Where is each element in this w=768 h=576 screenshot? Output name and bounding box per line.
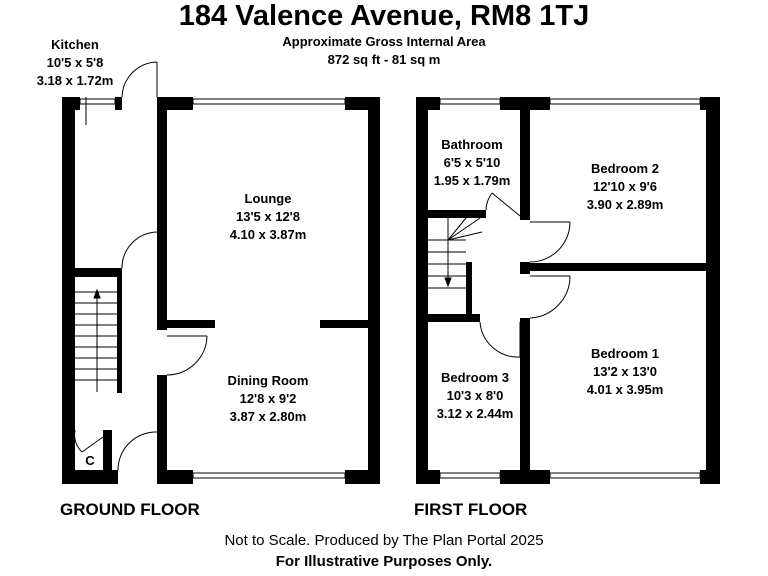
room-name: Bathroom	[441, 137, 503, 152]
footer-note: For Illustrative Purposes Only.	[275, 553, 493, 570]
ground-stairs	[75, 291, 117, 381]
room-name: Lounge	[244, 191, 292, 206]
first-floor-label: FIRST FLOOR	[414, 500, 528, 519]
first-floor-details	[428, 98, 701, 479]
room-metric: 3.12 x 2.44m	[436, 406, 514, 421]
room-name: Dining Room	[227, 373, 309, 388]
cupboard-label: C	[85, 453, 95, 468]
bedroom3-label: Bedroom 3 10'3 x 8'0 3.12 x 2.44m	[437, 369, 514, 423]
area-label: Approximate Gross Internal Area	[282, 34, 486, 49]
room-name: Bedroom 2	[591, 161, 659, 176]
room-name: Bedroom 1	[591, 346, 659, 361]
kitchen-label: Kitchen 10'5 x 5'8 3.18 x 1.72m	[37, 36, 114, 90]
ground-floor-details	[74, 61, 346, 479]
room-metric: 4.01 x 3.95m	[586, 382, 664, 397]
first-stairs	[428, 217, 483, 289]
room-imperial: 13'2 x 13'0	[592, 364, 658, 379]
bedroom2-label: Bedroom 2 12'10 x 9'6 3.90 x 2.89m	[587, 160, 664, 214]
lounge-label: Lounge 13'5 x 12'8 4.10 x 3.87m	[230, 190, 307, 244]
room-name: Kitchen	[51, 37, 99, 52]
room-imperial: 12'10 x 9'6	[592, 179, 658, 194]
footer-disclaimer: Not to Scale. Produced by The Plan Porta…	[224, 532, 544, 549]
room-imperial: 10'3 x 8'0	[446, 388, 504, 403]
room-imperial: 12'8 x 9'2	[239, 391, 297, 406]
ground-floor-walls	[62, 97, 380, 484]
ground-floor-label: GROUND FLOOR	[60, 500, 200, 519]
room-metric: 3.18 x 1.72m	[36, 73, 114, 88]
room-imperial: 10'5 x 5'8	[46, 55, 104, 70]
room-metric: 4.10 x 3.87m	[229, 227, 307, 242]
dining-label: Dining Room 12'8 x 9'2 3.87 x 2.80m	[228, 372, 309, 426]
room-imperial: 6'5 x 5'10	[443, 155, 501, 170]
page-title: 184 Valence Avenue, RM8 1TJ	[178, 0, 590, 32]
room-imperial: 13'5 x 12'8	[235, 209, 301, 224]
room-metric: 1.95 x 1.79m	[433, 173, 511, 188]
bathroom-label: Bathroom 6'5 x 5'10 1.95 x 1.79m	[434, 136, 511, 190]
bedroom1-label: Bedroom 1 13'2 x 13'0 4.01 x 3.95m	[587, 345, 664, 399]
room-metric: 3.90 x 2.89m	[586, 197, 664, 212]
room-metric: 3.87 x 2.80m	[229, 409, 307, 424]
room-name: Bedroom 3	[441, 370, 509, 385]
area-value: 872 sq ft - 81 sq m	[327, 52, 441, 67]
first-floor-walls	[416, 97, 720, 484]
